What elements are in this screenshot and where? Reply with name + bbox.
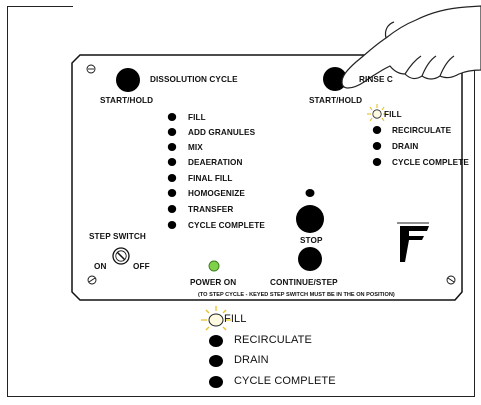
callout-fill-led-lit [201, 306, 231, 331]
start-hold-label: START/HOLD [309, 96, 363, 105]
continue-step-label: CONTINUE/STEP [270, 278, 338, 287]
callout-step-label: CYCLE COMPLETE [234, 375, 336, 387]
step-label: CYCLE COMPLETE [188, 221, 265, 230]
power-on-label: POWER ON [190, 278, 237, 287]
screw-icon [86, 64, 96, 74]
rinse-fill-led-lit [367, 104, 387, 122]
callout-step-label: DRAIN [234, 354, 269, 366]
dissolution-start-hold-button[interactable] [116, 68, 140, 92]
screw-icon [446, 275, 456, 285]
step-label: DEAERATION [188, 158, 243, 167]
step-switch-label: STEP SWITCH [89, 232, 146, 241]
dissolution-cycle-label: DISSOLUTION CYCLE [150, 75, 238, 84]
step-label: FINAL FILL [188, 174, 233, 183]
stop-button[interactable] [296, 205, 324, 233]
step-label: MIX [188, 143, 203, 152]
key-switch-icon[interactable] [112, 247, 130, 265]
step-label: FILL [188, 113, 206, 122]
continue-step-button[interactable] [298, 247, 322, 271]
step-label: RECIRCULATE [392, 126, 452, 135]
pointing-hand-icon [341, 5, 481, 89]
frame-top-line [7, 6, 73, 7]
step-label: TRANSFER [188, 205, 234, 214]
outer-frame [7, 6, 475, 397]
step-label: HOMOGENIZE [188, 189, 245, 198]
callout-leds-dark [209, 335, 223, 388]
step-label: DRAIN [392, 142, 419, 151]
rinse-cycle-label: RINSE C [359, 75, 393, 84]
step-label: ADD GRANULES [188, 128, 256, 137]
step-label: FILL [384, 110, 402, 119]
rinse-start-hold-button[interactable] [323, 67, 347, 91]
stop-indicator [305, 189, 315, 197]
off-label: OFF [133, 262, 150, 271]
callout-step-label: RECIRCULATE [234, 334, 312, 346]
power-on-led [208, 260, 220, 272]
screw-icon [87, 275, 97, 285]
on-label: ON [94, 262, 107, 271]
dissolution-step-leds [167, 113, 177, 229]
step-label: CYCLE COMPLETE [392, 158, 469, 167]
stop-label: STOP [300, 236, 323, 245]
callout-step-label: FILL [224, 313, 247, 325]
rinse-step-leds [372, 126, 382, 166]
start-hold-label: START/HOLD [100, 96, 154, 105]
step-cycle-note: (TO STEP CYCLE - KEYED STEP SWITCH MUST … [198, 292, 395, 298]
logo-icon [397, 222, 429, 262]
